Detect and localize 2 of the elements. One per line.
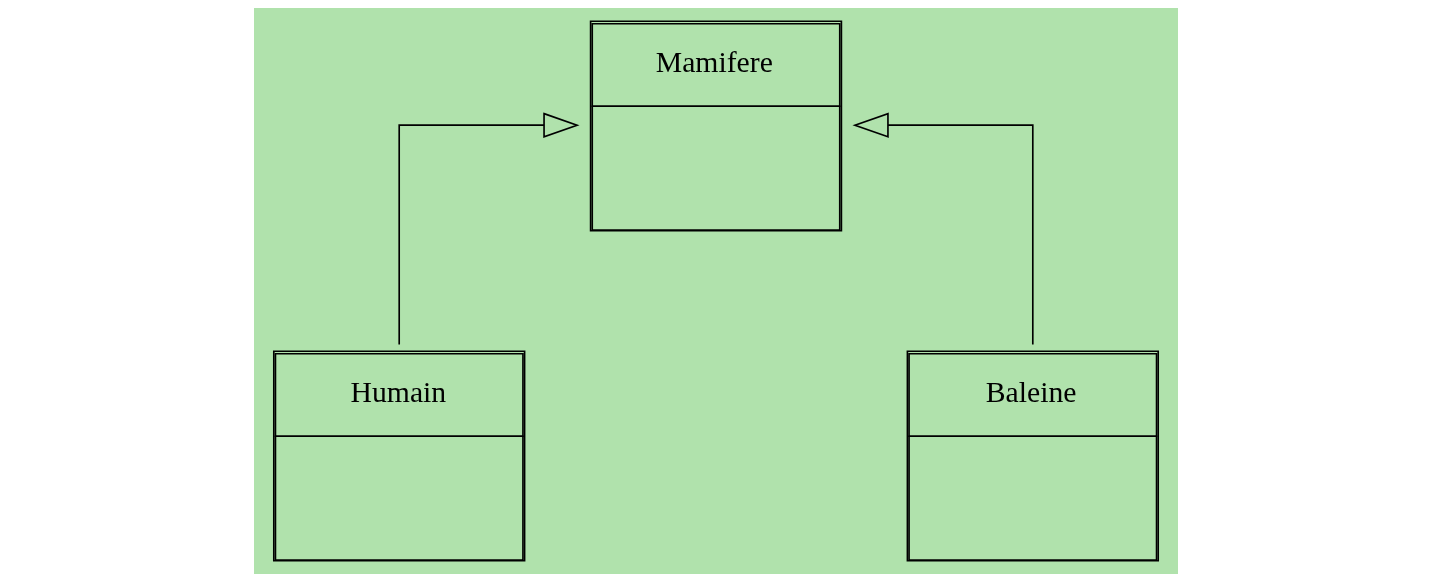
arrow	[852, 112, 1034, 346]
arrow	[398, 112, 580, 346]
